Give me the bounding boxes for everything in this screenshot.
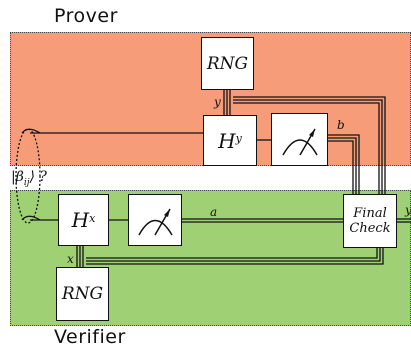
- wire-label-y-out: y: [405, 203, 411, 217]
- verifier-rng-box: RNG: [56, 267, 109, 321]
- final-check-line1: Final: [353, 206, 387, 221]
- wire-label-a: a: [210, 205, 218, 219]
- meter-icon: [281, 128, 318, 155]
- wire-label-y: y: [214, 95, 221, 109]
- entangled-state-label: |βij⟩ ?: [11, 169, 47, 188]
- verifier-rng-label: RNG: [61, 284, 104, 304]
- wire-label-x: x: [67, 252, 74, 266]
- state-suffix: ⟩ ?: [29, 169, 47, 185]
- final-check-line2: Check: [349, 221, 391, 236]
- hx-gate-superscript: x: [89, 211, 96, 225]
- output-wire: [397, 218, 411, 223]
- state-prefix: |β: [11, 169, 24, 185]
- verifier-heading: Verifier: [54, 326, 126, 348]
- hy-gate-base: H: [218, 128, 236, 153]
- wire-b: [328, 134, 360, 194]
- wire-a: [182, 218, 343, 223]
- wire-x: [76, 246, 84, 267]
- hy-gate-superscript: y: [235, 132, 242, 145]
- state-subscript: ij: [23, 177, 30, 188]
- entangled-state-ellipse: [15, 128, 41, 224]
- meter-icon: [137, 208, 173, 235]
- prover-rng-box: RNG: [201, 37, 254, 90]
- wire-y: [223, 90, 231, 115]
- wire-label-b: b: [337, 118, 345, 132]
- wire-x-branch: [86, 248, 384, 265]
- wire-y-branch: [233, 96, 386, 194]
- prover-heading: Prover: [54, 5, 118, 27]
- prover-meter: [271, 113, 328, 166]
- hx-gate-base: H: [71, 208, 90, 232]
- prover-wire-curl: [21, 128, 41, 134]
- verifier-meter: [128, 194, 182, 246]
- verifier-wire-curl: [21, 215, 41, 221]
- final-check-box: Final Check: [343, 194, 397, 248]
- prover-rng-label: RNG: [206, 53, 249, 74]
